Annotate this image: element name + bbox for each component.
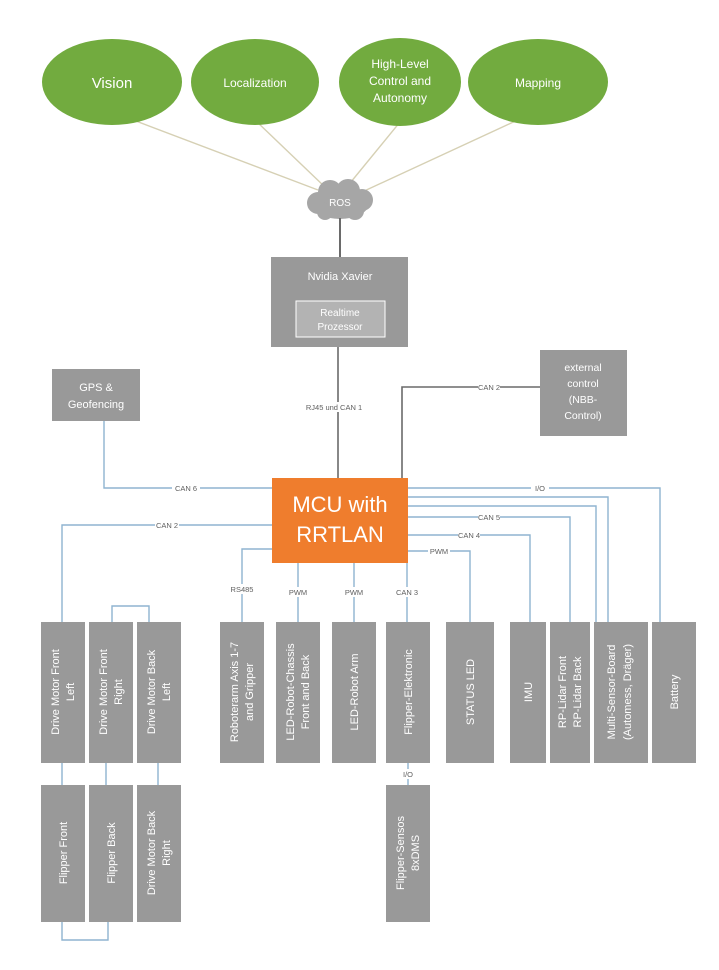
flipper-front-label: Flipper Front	[58, 822, 70, 884]
gps-label-2: Geofencing	[68, 399, 124, 411]
drive-right-back-link	[111, 605, 150, 622]
ros-label: ROS	[329, 198, 351, 209]
flipper-elektronic-label: Flipper-Elektronic	[403, 649, 415, 735]
led-chassis-label-2: Front and Back	[300, 654, 312, 729]
external-label-1: external	[564, 362, 601, 374]
rp-lidar-front-label: RP-Lidar Front	[557, 656, 569, 728]
ros-connections	[111, 111, 536, 193]
io-flipper-label: I/O	[403, 770, 413, 779]
mcu-imu-link	[408, 534, 531, 622]
can5-label: CAN 5	[478, 513, 500, 522]
xavier-title: Nvidia Xavier	[308, 271, 373, 283]
gps-geofencing-box: GPS & Geofencing	[52, 369, 140, 421]
status-led-label: STATUS LED	[465, 659, 477, 725]
drive-back-right-label-2: Right	[161, 840, 173, 866]
mcu-drive-link	[61, 524, 272, 622]
flipper-front-box: Flipper Front	[41, 785, 85, 922]
led-robot-arm-box: LED-Robot Arm	[332, 622, 376, 763]
led-robot-chassis-box: LED-Robot-Chassis Front and Back	[276, 622, 320, 763]
drive-back-left-label-2: Left	[161, 683, 173, 701]
drive-back-right-label-1: Drive Motor Back	[146, 810, 158, 895]
status-led-box: STATUS LED	[446, 622, 494, 763]
mcu-rrtlan-box: MCU with RRTLAN	[272, 478, 408, 563]
external-label-3: (NBB-	[569, 394, 598, 406]
battery-label: Battery	[669, 674, 681, 709]
localization-ros-link	[254, 119, 327, 189]
roboterarm-label-1: Roboterarm Axis 1-7	[229, 642, 241, 742]
led-chassis-label-1: LED-Robot-Chassis	[285, 643, 297, 741]
roboterarm-label-2: and Gripper	[244, 663, 256, 721]
drive-motor-back-left-box: Drive Motor Back Left	[137, 622, 181, 763]
localization-label: Localization	[223, 76, 286, 90]
pwm-chassis-label: PWM	[289, 588, 307, 597]
mapping-ros-link	[361, 111, 536, 193]
mcu-battery-link	[408, 487, 661, 622]
multi-sensor-label-1: Multi-Sensor-Board	[606, 645, 618, 740]
flipper-sensos-label-1: Flipper-Sensos	[395, 816, 407, 890]
external-label-2: control	[567, 378, 599, 390]
vision-ros-link	[111, 111, 319, 191]
drive-front-left-label-2: Left	[65, 683, 77, 701]
mapping-label: Mapping	[515, 76, 561, 90]
led-arm-label: LED-Robot Arm	[349, 653, 361, 730]
mcu-rplidar-link	[408, 516, 571, 622]
rp-lidar-back-label: RP-Lidar Back	[572, 656, 584, 727]
multi-sensor-label-2: (Automess, Dräger)	[622, 644, 634, 740]
can6-label: CAN 6	[175, 484, 197, 493]
external-control-box: external control (NBB- Control)	[540, 350, 627, 436]
oval-high-level-control: High-Level Control and Autonomy	[339, 38, 461, 126]
io-battery-label: I/O	[535, 484, 545, 493]
rp-lidar-box: RP-Lidar Front RP-Lidar Back	[550, 622, 590, 763]
drive-motor-front-left-box: Drive Motor Front Left	[41, 622, 85, 763]
flipper-back-box: Flipper Back	[89, 785, 133, 922]
highlevel-ros-link	[345, 121, 401, 189]
rs485-label: RS485	[231, 585, 254, 594]
highlevel-label-1: High-Level	[371, 57, 428, 71]
realtime-label-2: Prozessor	[317, 322, 363, 333]
mcu-label-1: MCU with	[292, 492, 387, 517]
mcu-multisensor-link-2	[408, 505, 597, 622]
mcu-multisensor-link	[408, 496, 609, 622]
imu-box: IMU	[510, 622, 546, 763]
oval-localization: Localization	[191, 39, 319, 125]
realtime-label-1: Realtime	[320, 308, 360, 319]
flipper-loop-link	[61, 922, 109, 941]
gps-label-1: GPS &	[79, 382, 113, 394]
pwm-status-label: PWM	[430, 547, 448, 556]
pwm-arm-label: PWM	[345, 588, 363, 597]
mcu-label-2: RRTLAN	[296, 522, 384, 547]
roboterarm-box: Roboterarm Axis 1-7 and Gripper	[220, 622, 264, 763]
ros-cloud-icon: ROS	[307, 179, 373, 220]
battery-box: Battery	[652, 622, 696, 763]
flipper-sensos-label-2: 8xDMS	[410, 835, 422, 871]
flipper-sensos-box: Flipper-Sensos 8xDMS	[386, 785, 430, 922]
external-label-4: Control)	[564, 410, 601, 422]
vision-label: Vision	[92, 75, 133, 92]
imu-label: IMU	[523, 682, 535, 702]
drive-back-left-label-1: Drive Motor Back	[146, 649, 158, 734]
multi-sensor-board-box: Multi-Sensor-Board (Automess, Dräger)	[594, 622, 648, 763]
xavier-box: Nvidia Xavier Realtime Prozessor	[271, 257, 408, 347]
can3-label: CAN 3	[396, 588, 418, 597]
flipper-elektronic-box: Flipper-Elektronic	[386, 622, 430, 763]
gps-mcu-link	[103, 421, 272, 489]
oval-mapping: Mapping	[468, 39, 608, 125]
can4-label: CAN 4	[458, 531, 480, 540]
flipper-back-label: Flipper Back	[106, 822, 118, 884]
rj45-can1-label: RJ45 und CAN 1	[306, 403, 362, 412]
mcu-roboterarm-link	[241, 548, 272, 622]
highlevel-label-3: Autonomy	[373, 91, 427, 105]
drive-motor-back-right-box: Drive Motor Back Right	[137, 785, 181, 922]
external-mcu-link	[401, 386, 540, 478]
highlevel-label-2: Control and	[369, 74, 431, 88]
drive-front-right-label-2: Right	[113, 679, 125, 705]
drive-front-left-label-1: Drive Motor Front	[50, 649, 62, 735]
can2-drive-label: CAN 2	[156, 521, 178, 530]
oval-vision: Vision	[42, 39, 182, 125]
mcu-statusled-link	[408, 550, 471, 622]
drive-front-right-label-1: Drive Motor Front	[98, 649, 110, 735]
can2-external-label: CAN 2	[478, 383, 500, 392]
drive-motor-front-right-box: Drive Motor Front Right	[89, 622, 133, 763]
